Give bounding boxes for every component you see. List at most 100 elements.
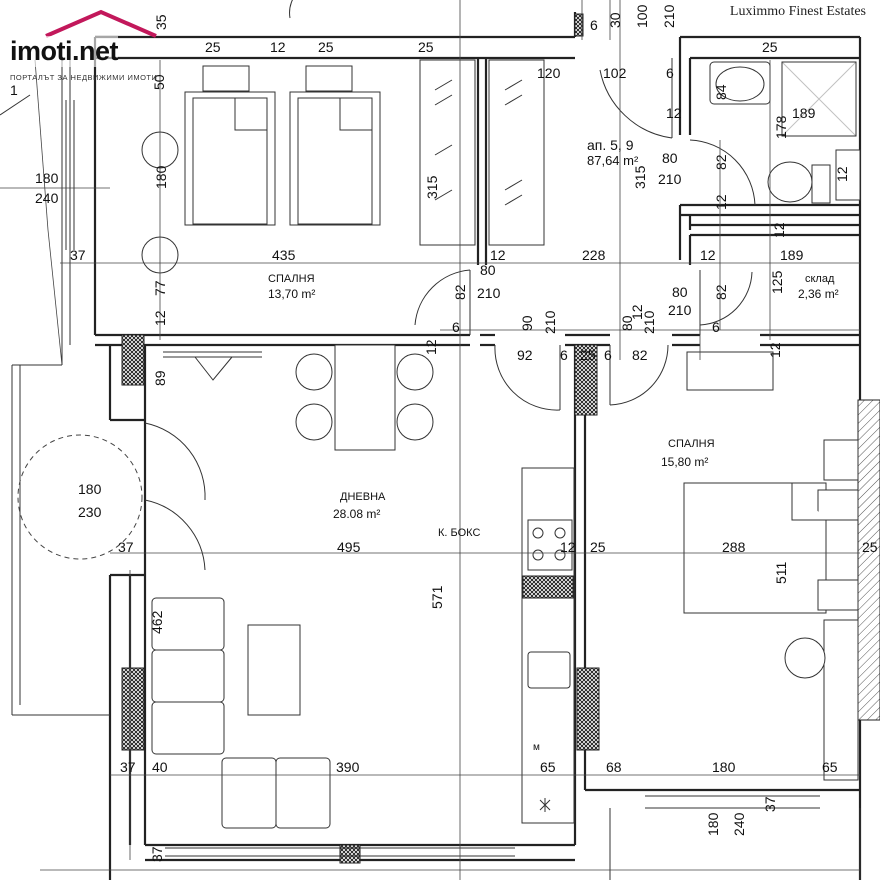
- dim-label: 30: [607, 12, 623, 28]
- dim-label: 6: [712, 319, 720, 335]
- dim-label: 37: [762, 796, 778, 812]
- dim-label: 25: [318, 39, 334, 55]
- dim-label: 12: [423, 339, 439, 355]
- dim-label: 180: [35, 170, 59, 186]
- dim-label: 25: [590, 539, 606, 555]
- storage-name: склад: [805, 273, 835, 285]
- dim-label: 228: [582, 247, 606, 263]
- dim-label: 125: [769, 270, 785, 294]
- dim-label: 189: [780, 247, 804, 263]
- dimension-lines: [0, 0, 860, 880]
- dim-label: 240: [35, 190, 59, 206]
- dim-label: 180: [705, 812, 721, 836]
- bedroom2-area: 15,80 m²: [661, 455, 708, 469]
- dim-label: 25: [762, 39, 778, 55]
- bedroom1-area: 13,70 m²: [268, 287, 315, 301]
- dim-label: 35: [153, 14, 169, 30]
- dim-label: 511: [773, 561, 789, 584]
- dim-label: 65: [822, 759, 838, 775]
- dim-label: 12: [152, 310, 168, 326]
- dim-label: 12: [771, 222, 787, 238]
- dim-label: 571: [429, 585, 445, 609]
- dim-label: 6: [452, 319, 460, 335]
- dim-label: 180: [153, 165, 169, 189]
- dim-label: 120: [537, 65, 561, 81]
- dim-label: 12: [834, 166, 850, 182]
- dim-label: 89: [152, 370, 168, 386]
- dim-label: 82: [632, 347, 648, 363]
- windows: [65, 100, 515, 857]
- dimension-labels: 25 12 25 25 35 50 1 120 102 6 6 30 100 2…: [10, 4, 878, 862]
- room-labels: ап. 5, 9 87,64 m² СПАЛНЯ 13,70 m² ДНЕВНА…: [268, 137, 839, 753]
- dim-label: 37: [118, 539, 134, 555]
- dim-label: 12: [560, 539, 576, 555]
- dim-label: 25: [418, 39, 434, 55]
- dim-label: 90: [519, 315, 535, 331]
- dim-label: 77: [152, 280, 168, 296]
- dim-label: 1: [10, 82, 18, 98]
- dim-label: 25: [205, 39, 221, 55]
- dim-label: 6: [666, 65, 674, 81]
- apartment-area: 87,64 m²: [587, 153, 639, 168]
- dim-label: 180: [712, 759, 736, 775]
- logo-tagline: ПОРТАЛЪТ ЗА НЕДВИЖИМИ ИМОТИ: [10, 73, 158, 82]
- dim-label: 12: [490, 247, 506, 263]
- living-area: 28.08 m²: [333, 507, 380, 521]
- dim-label: 210: [668, 302, 692, 318]
- kitchen-name: К. БОКС: [438, 527, 480, 539]
- storage-area: 2,36 m²: [798, 287, 839, 301]
- dim-label: 462: [149, 610, 165, 634]
- dim-label: 240: [731, 812, 747, 836]
- meter-label: м: [533, 742, 540, 753]
- doors: [17, 0, 756, 571]
- dim-label: 12: [767, 342, 783, 358]
- dim-label: 180: [78, 481, 102, 497]
- dim-label: 495: [337, 539, 361, 555]
- dim-label: 68: [606, 759, 622, 775]
- dim-label: 12: [629, 304, 645, 320]
- dim-label: 12: [270, 39, 286, 55]
- dim-label: 210: [661, 4, 677, 28]
- dim-label: 210: [641, 310, 657, 334]
- dim-label: 65: [540, 759, 556, 775]
- dim-label: 288: [722, 539, 746, 555]
- dim-label: 37: [120, 759, 136, 775]
- dim-label: 12: [700, 247, 716, 263]
- dim-label: 40: [152, 759, 168, 775]
- dim-label: 6: [560, 347, 568, 363]
- dim-label: 210: [542, 310, 558, 334]
- watermark: Luximmo Finest Estates: [729, 4, 866, 20]
- dim-label: 37: [70, 247, 86, 263]
- dim-label: 435: [272, 247, 296, 263]
- dim-label: 210: [658, 171, 682, 187]
- columns: [121, 13, 880, 864]
- dim-label: 315: [632, 165, 648, 189]
- dim-label: 37: [149, 846, 165, 862]
- logo-name: imoti.net: [10, 36, 119, 67]
- bedroom2-name: СПАЛНЯ: [668, 438, 715, 450]
- dim-label: 230: [78, 504, 102, 520]
- dim-label: 80: [662, 150, 678, 166]
- dim-label: 12: [666, 105, 682, 121]
- apartment-label: ап. 5, 9: [587, 137, 634, 153]
- bedroom1-name: СПАЛНЯ: [268, 273, 315, 285]
- dim-label: 82: [713, 284, 729, 300]
- dim-label: 100: [634, 4, 650, 28]
- dim-label: 82: [713, 154, 729, 170]
- dim-label: 315: [424, 175, 440, 199]
- house-roof-icon: [45, 9, 157, 38]
- dim-label: 50: [151, 74, 167, 90]
- dim-label: 92: [517, 347, 533, 363]
- living-name: ДНЕВНА: [340, 491, 386, 503]
- furniture: [141, 59, 861, 829]
- dim-label: 210: [477, 285, 501, 301]
- dim-label: 80: [672, 284, 688, 300]
- dim-label: 6: [590, 17, 598, 33]
- dim-label: 80: [619, 315, 635, 331]
- dim-label: 25: [862, 539, 878, 555]
- dim-label: 189: [792, 105, 816, 121]
- dim-label: 82: [452, 284, 468, 300]
- dim-label: 12: [713, 194, 729, 210]
- dim-label: 102: [603, 65, 627, 81]
